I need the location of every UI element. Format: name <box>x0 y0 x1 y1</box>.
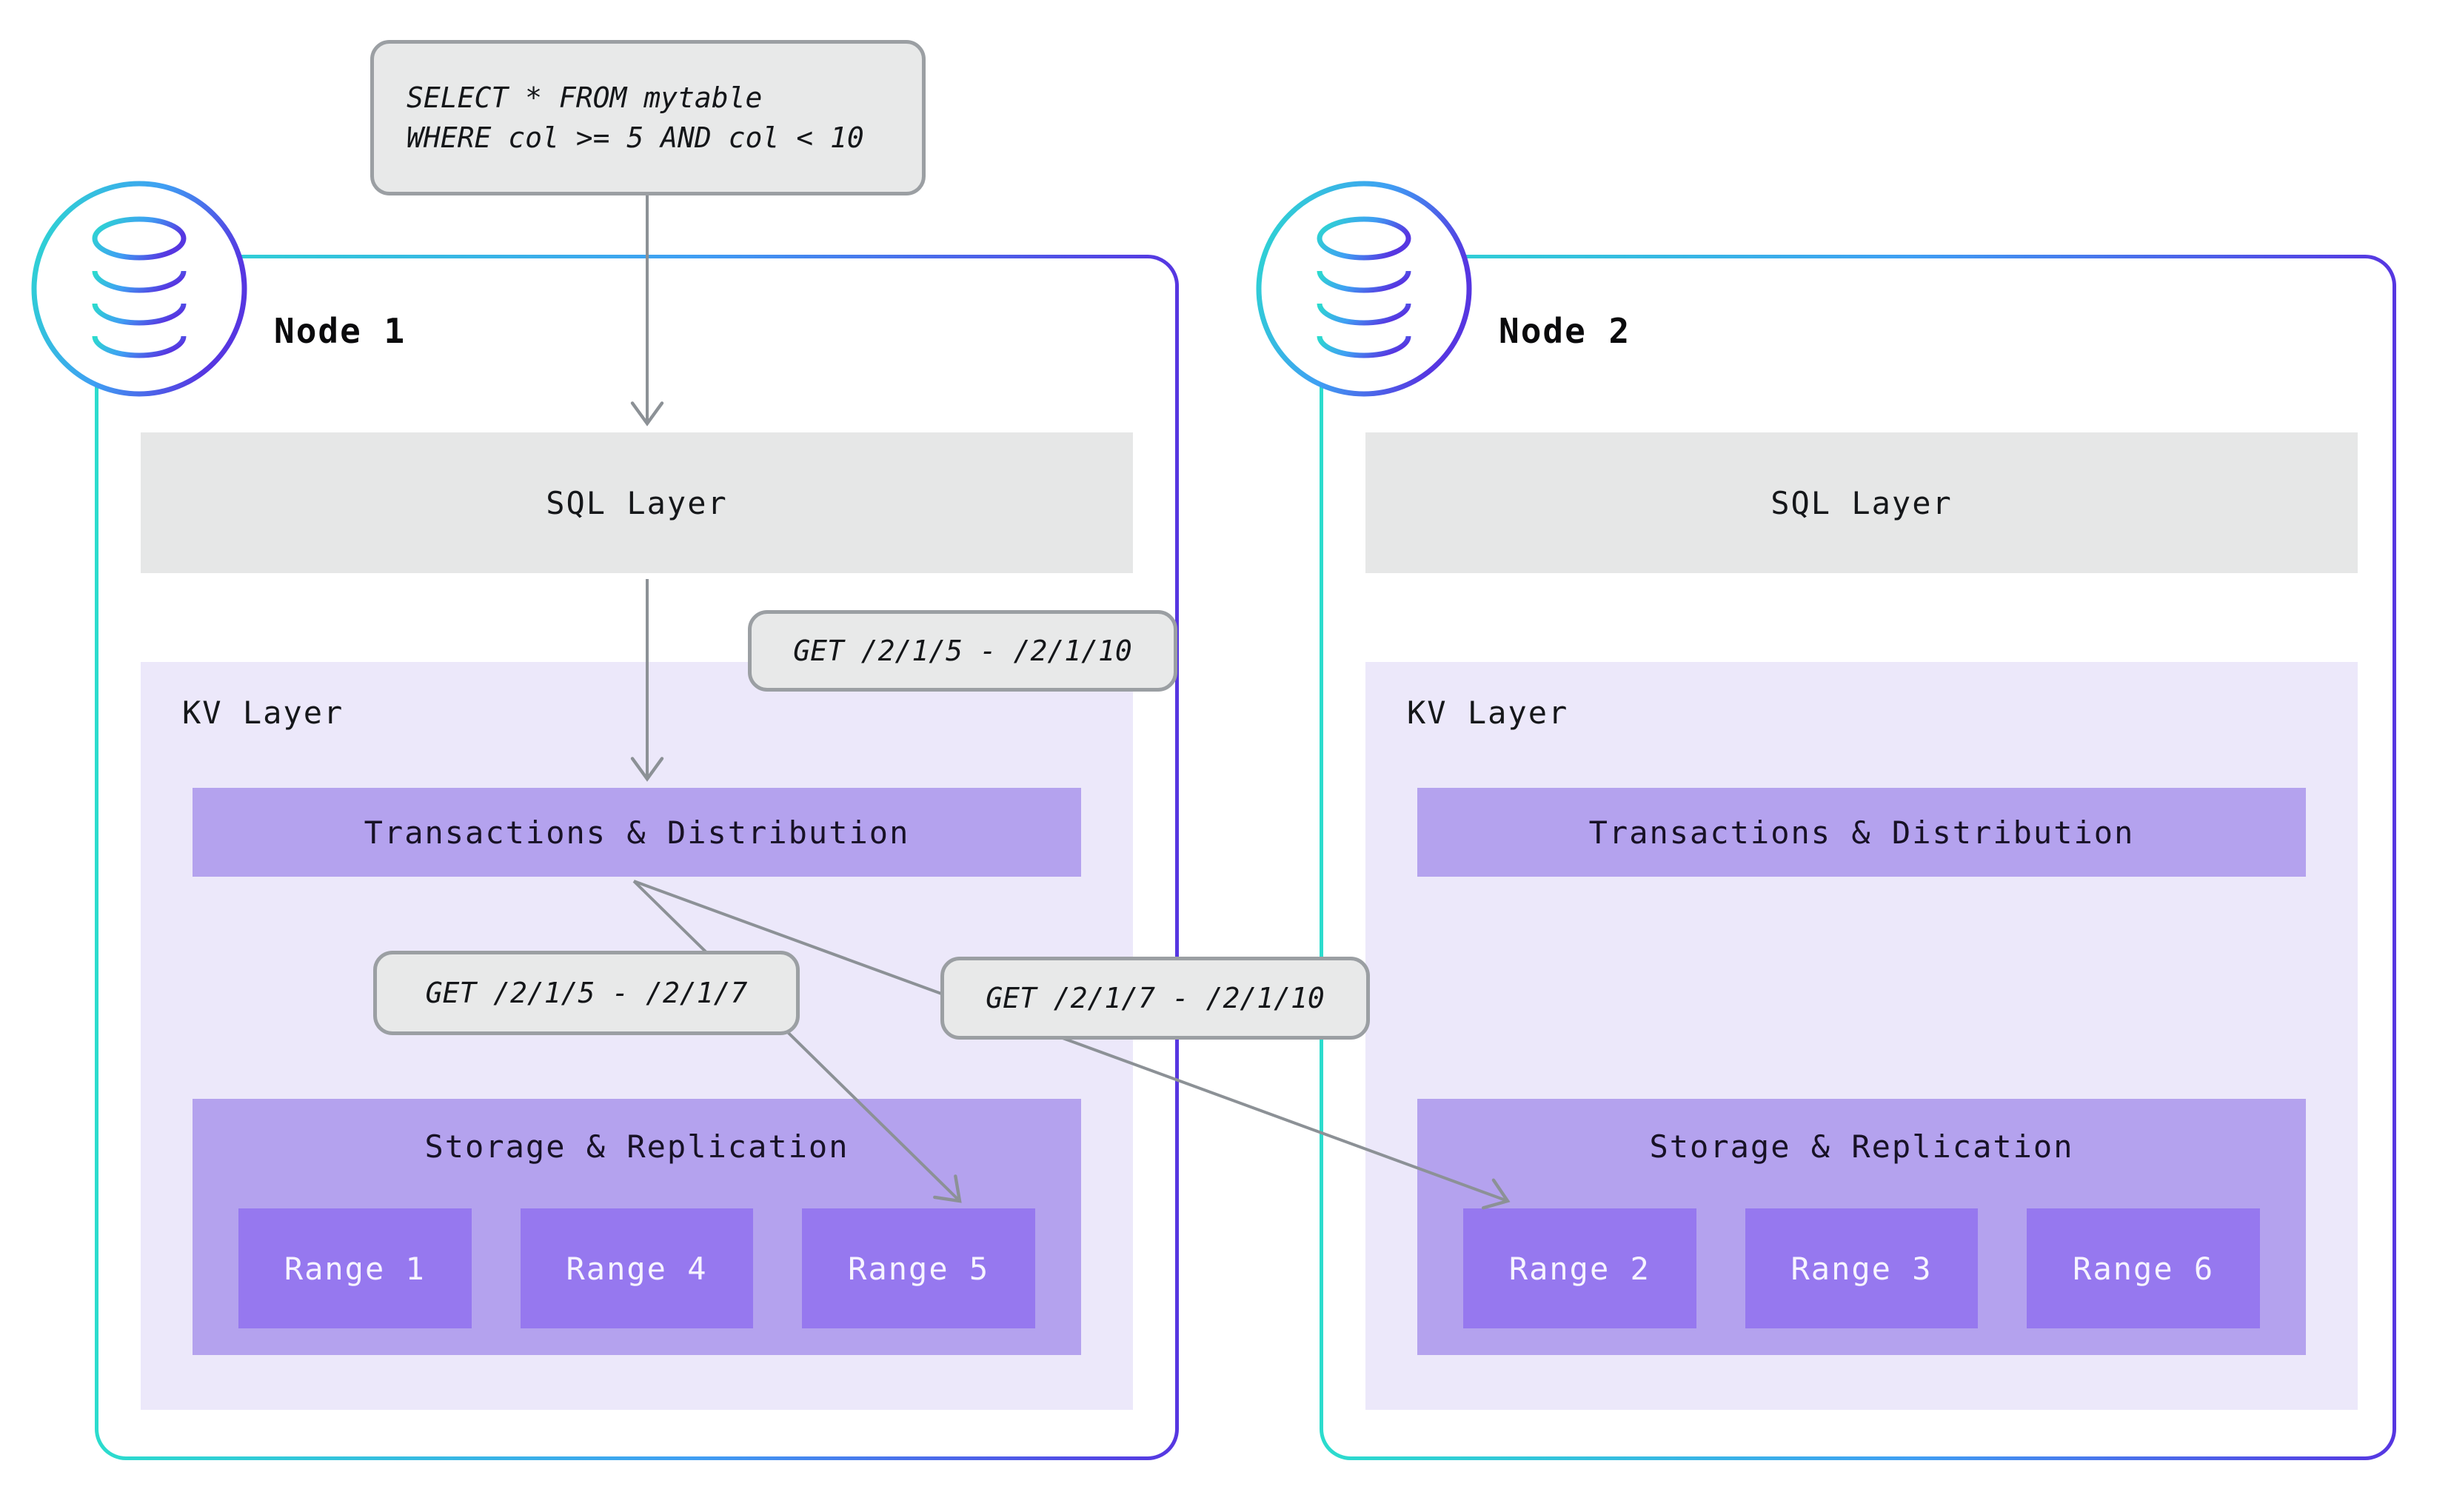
node-2-transactions-label: Transactions & Distribution <box>1588 814 2135 851</box>
sql-query-line-1: SELECT * FROM mytable <box>407 81 763 114</box>
database-icon <box>92 216 187 358</box>
node-1-title: Node 1 <box>274 311 407 351</box>
get-request-right-split-label: GET /2/1/7 - /2/1/10 <box>940 957 1370 1040</box>
node-2-transactions-distribution-bar: Transactions & Distribution <box>1417 788 2306 877</box>
node-2-kv-layer: KV Layer Transactions & Distribution Sto… <box>1365 662 2358 1410</box>
database-icon <box>1317 216 1411 358</box>
get-request-left-split-label: GET /2/1/5 - /2/1/7 <box>373 951 800 1035</box>
range-box: Range 1 <box>238 1208 472 1328</box>
node-1-storage-replication-box: Storage & Replication Range 1 Range 4 Ra… <box>193 1099 1081 1355</box>
node-2-storage-replication-box: Storage & Replication Range 2 Range 3 Ra… <box>1417 1099 2306 1355</box>
get-request-full-range-label: GET /2/1/5 - /2/1/10 <box>748 610 1177 692</box>
sql-query-line-2: WHERE col >= 5 AND col < 10 <box>407 121 864 154</box>
node-1-database-badge <box>31 181 247 397</box>
node-1-transactions-distribution-bar: Transactions & Distribution <box>193 788 1081 877</box>
range-box: Range 4 <box>520 1208 754 1328</box>
node-1-transactions-label: Transactions & Distribution <box>364 814 910 851</box>
node-1-storage-label: Storage & Replication <box>424 1128 849 1165</box>
range-box: Range 6 <box>2027 1208 2261 1328</box>
node-2-sql-layer: SQL Layer <box>1365 432 2358 573</box>
node-2-sql-layer-label: SQL Layer <box>1770 484 1953 521</box>
sql-query-box: SELECT * FROM mytable WHERE col >= 5 AND… <box>370 40 926 195</box>
node-2-title: Node 2 <box>1499 311 1631 351</box>
node-2-container: Node 2 SQL Layer KV Layer Transactions &… <box>1256 181 2396 1460</box>
node-1-body: Node 1 SQL Layer KV Layer Transactions &… <box>98 258 1175 1456</box>
node-2-body: Node 2 SQL Layer KV Layer Transactions &… <box>1323 258 2393 1456</box>
node-1-sql-layer-label: SQL Layer <box>546 484 728 521</box>
node-2-database-badge <box>1256 181 1472 397</box>
range-box: Range 3 <box>1745 1208 1979 1328</box>
node-2-range-row: Range 2 Range 3 Range 6 <box>1463 1208 2261 1328</box>
node-1-kv-layer-label: KV Layer <box>182 695 344 731</box>
node-1-sql-layer: SQL Layer <box>141 432 1133 573</box>
range-box: Range 2 <box>1463 1208 1696 1328</box>
node-1-range-row: Range 1 Range 4 Range 5 <box>238 1208 1036 1328</box>
node-2-kv-layer-label: KV Layer <box>1407 695 1569 731</box>
node-1-container: Node 1 SQL Layer KV Layer Transactions &… <box>31 181 1179 1460</box>
range-box: Range 5 <box>802 1208 1036 1328</box>
node-2-storage-label: Storage & Replication <box>1649 1128 2074 1165</box>
